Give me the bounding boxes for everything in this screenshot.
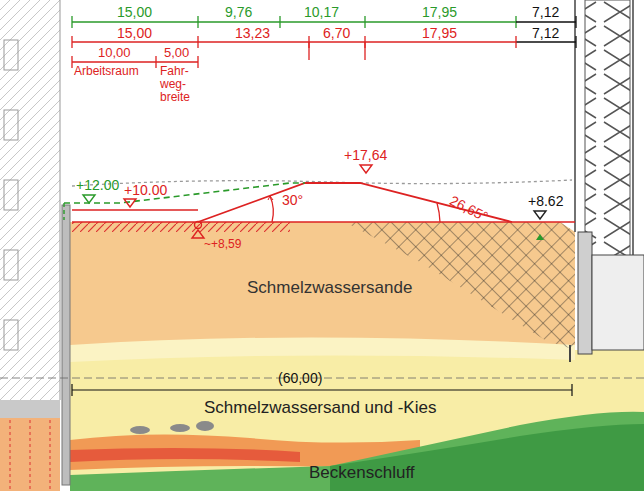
dimension-text: 15,00	[117, 5, 152, 20]
annotation: ~+8,59	[204, 238, 241, 251]
dimension-text: 7,12	[532, 26, 559, 41]
layer-name: Schmelzwassersand und -Kies	[204, 398, 436, 418]
annotation: Arbeitsraum	[74, 65, 139, 78]
annotation: +17,64	[344, 148, 387, 163]
annotation: Fahr- weg- breite	[160, 65, 198, 105]
dimension-text: 6,70	[323, 26, 350, 41]
dimension-text: 13,23	[235, 26, 270, 41]
dimension-text: 9,76	[225, 5, 252, 20]
annotation: 26,65°	[447, 193, 490, 225]
dimension-text: 10,00	[98, 46, 131, 60]
dimension-text: 10,17	[304, 5, 339, 20]
soil-layer: Schmelzwassersande	[247, 278, 412, 298]
annotation: +12.00	[76, 178, 119, 193]
dimension-text: 17,95	[422, 26, 457, 41]
dimension-text: 17,95	[422, 5, 457, 20]
annotation: +8.62	[528, 194, 563, 209]
dimension-text: 15,00	[117, 26, 152, 41]
annotation: (60,00)	[278, 371, 322, 386]
layer-name: Beckenschluff	[309, 463, 415, 483]
annotation: +10.00	[124, 183, 167, 198]
dimension-text: 7,12	[532, 5, 559, 20]
dimension-text: 5,00	[164, 46, 189, 60]
soil-layer: Schmelzwassersand und -Kies	[204, 398, 436, 418]
soil-layer: Beckenschluff	[309, 463, 415, 483]
layer-name: Schmelzwassersande	[247, 278, 412, 298]
annotation: 30°	[282, 193, 303, 208]
